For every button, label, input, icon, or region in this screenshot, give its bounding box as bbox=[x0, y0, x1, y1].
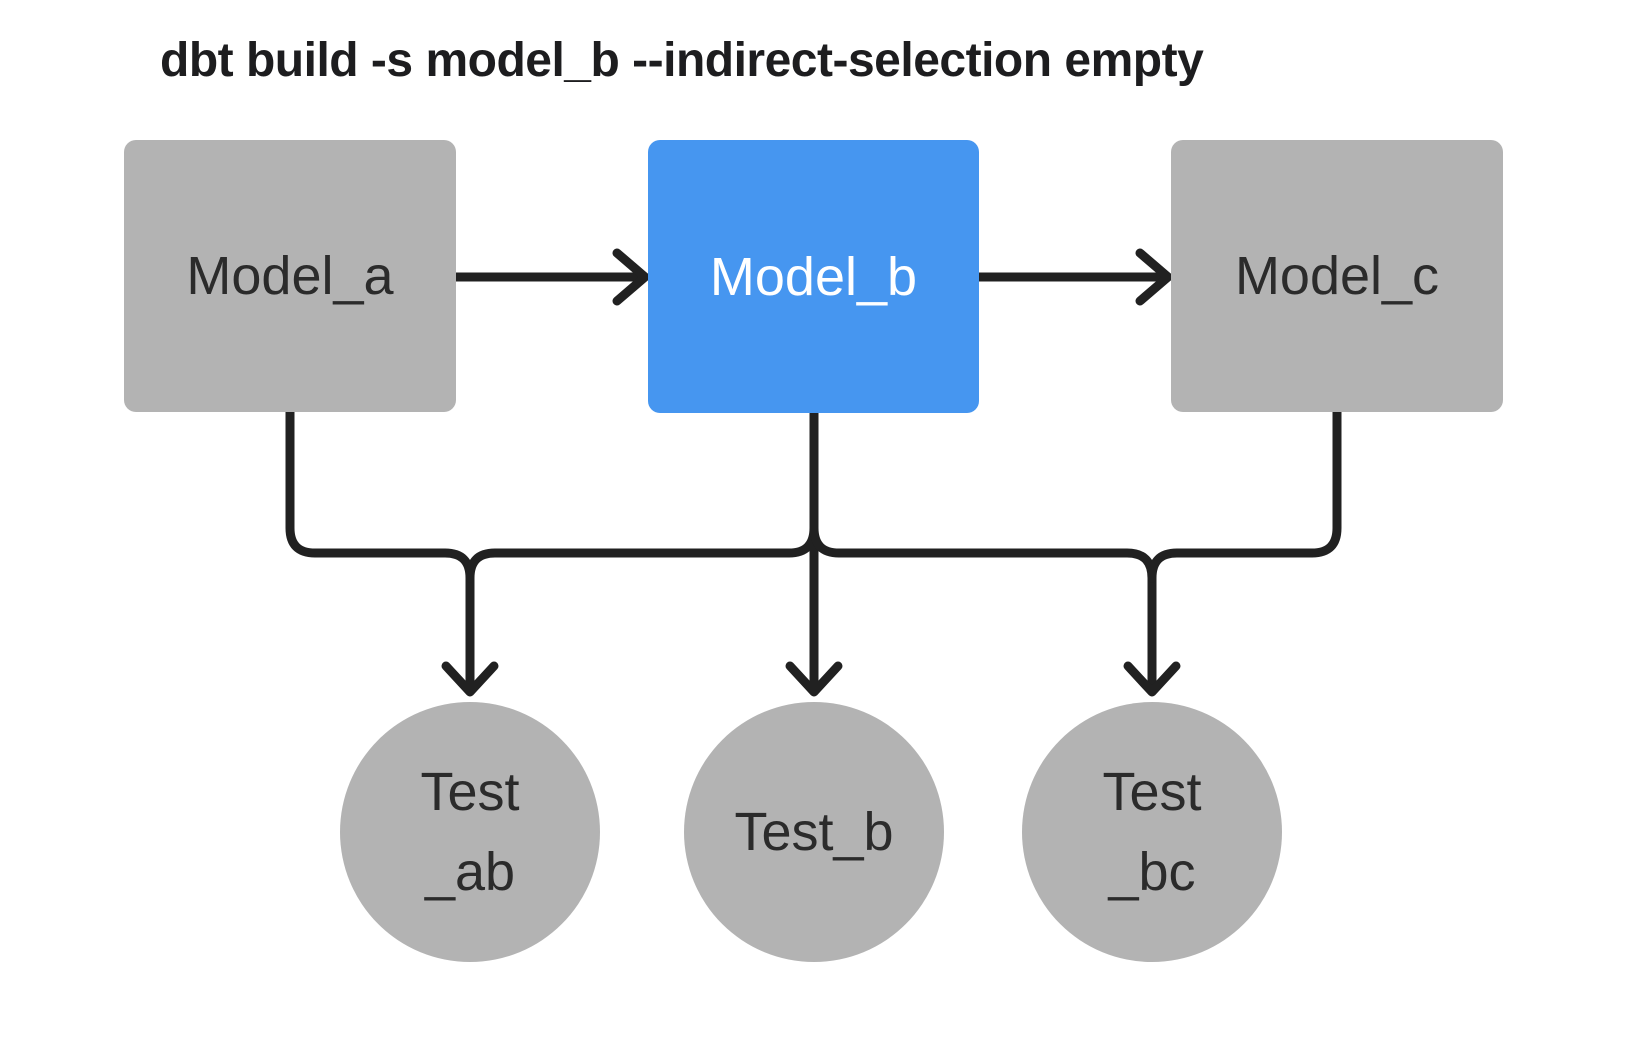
arrowhead-right-icon bbox=[1135, 248, 1173, 306]
test-ab-label-line1: Test bbox=[420, 762, 520, 822]
arrowhead-down-icon bbox=[1123, 661, 1181, 697]
edge-model-b-to-model-c bbox=[974, 248, 1173, 306]
model-b-label: Model_b bbox=[709, 246, 918, 307]
model-c-node: Model_c bbox=[1171, 140, 1503, 412]
command-title: dbt build -s model_b --indirect-selectio… bbox=[160, 34, 1204, 87]
test-ab-node: Test _ab bbox=[340, 702, 600, 962]
edge-model-c-to-test-bc bbox=[1147, 407, 1342, 583]
test-b-node: Test_b bbox=[684, 702, 944, 962]
model-c-label: Model_c bbox=[1234, 246, 1440, 306]
arrowhead-down-icon bbox=[441, 661, 499, 697]
arrowhead-down-icon bbox=[785, 661, 843, 697]
test-b-label: Test_b bbox=[734, 802, 894, 862]
test-bc-node: Test _bc bbox=[1022, 702, 1282, 962]
model-a-label: Model_a bbox=[186, 246, 394, 306]
model-b-node-selected: Model_b bbox=[648, 140, 979, 413]
test-bc-label-line1: Test bbox=[1102, 762, 1202, 822]
test-bc-label-line2: _bc bbox=[1108, 842, 1196, 902]
edge-model-a-to-model-b bbox=[451, 248, 650, 306]
test-ab-label-line2: _ab bbox=[424, 842, 516, 902]
edge-model-b-to-test-bc bbox=[809, 408, 1157, 693]
edge-model-b-to-test-ab bbox=[465, 408, 819, 583]
arrowhead-right-icon bbox=[612, 248, 650, 306]
model-a-node: Model_a bbox=[124, 140, 456, 412]
edge-model-a-to-test-ab bbox=[285, 407, 475, 693]
